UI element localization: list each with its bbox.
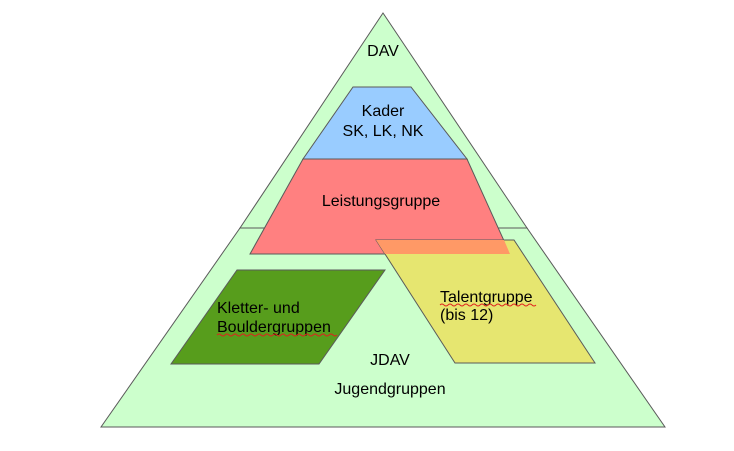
jugendgruppen-label: Jugendgruppen	[334, 381, 445, 398]
talentgruppe-sublabel: (bis 12)	[440, 307, 493, 324]
kletter-shape	[170, 269, 386, 365]
jdav-label: JDAV	[370, 352, 410, 369]
leistungsgruppe-label: Leistungsgruppe	[322, 193, 440, 210]
spellcheck-underline	[216, 333, 338, 337]
dav-label: DAV	[367, 43, 399, 60]
kader-label: Kader	[362, 103, 405, 120]
kletter-sublabel: Bouldergruppen	[217, 319, 331, 336]
talentgruppe-label: Talentgruppe	[440, 289, 533, 306]
kader-sublabel: SK, LK, NK	[343, 123, 424, 140]
kletter-label: Kletter- und	[217, 300, 300, 317]
talent-overlap-band	[376, 240, 510, 254]
spellcheck-underline	[439, 303, 537, 307]
